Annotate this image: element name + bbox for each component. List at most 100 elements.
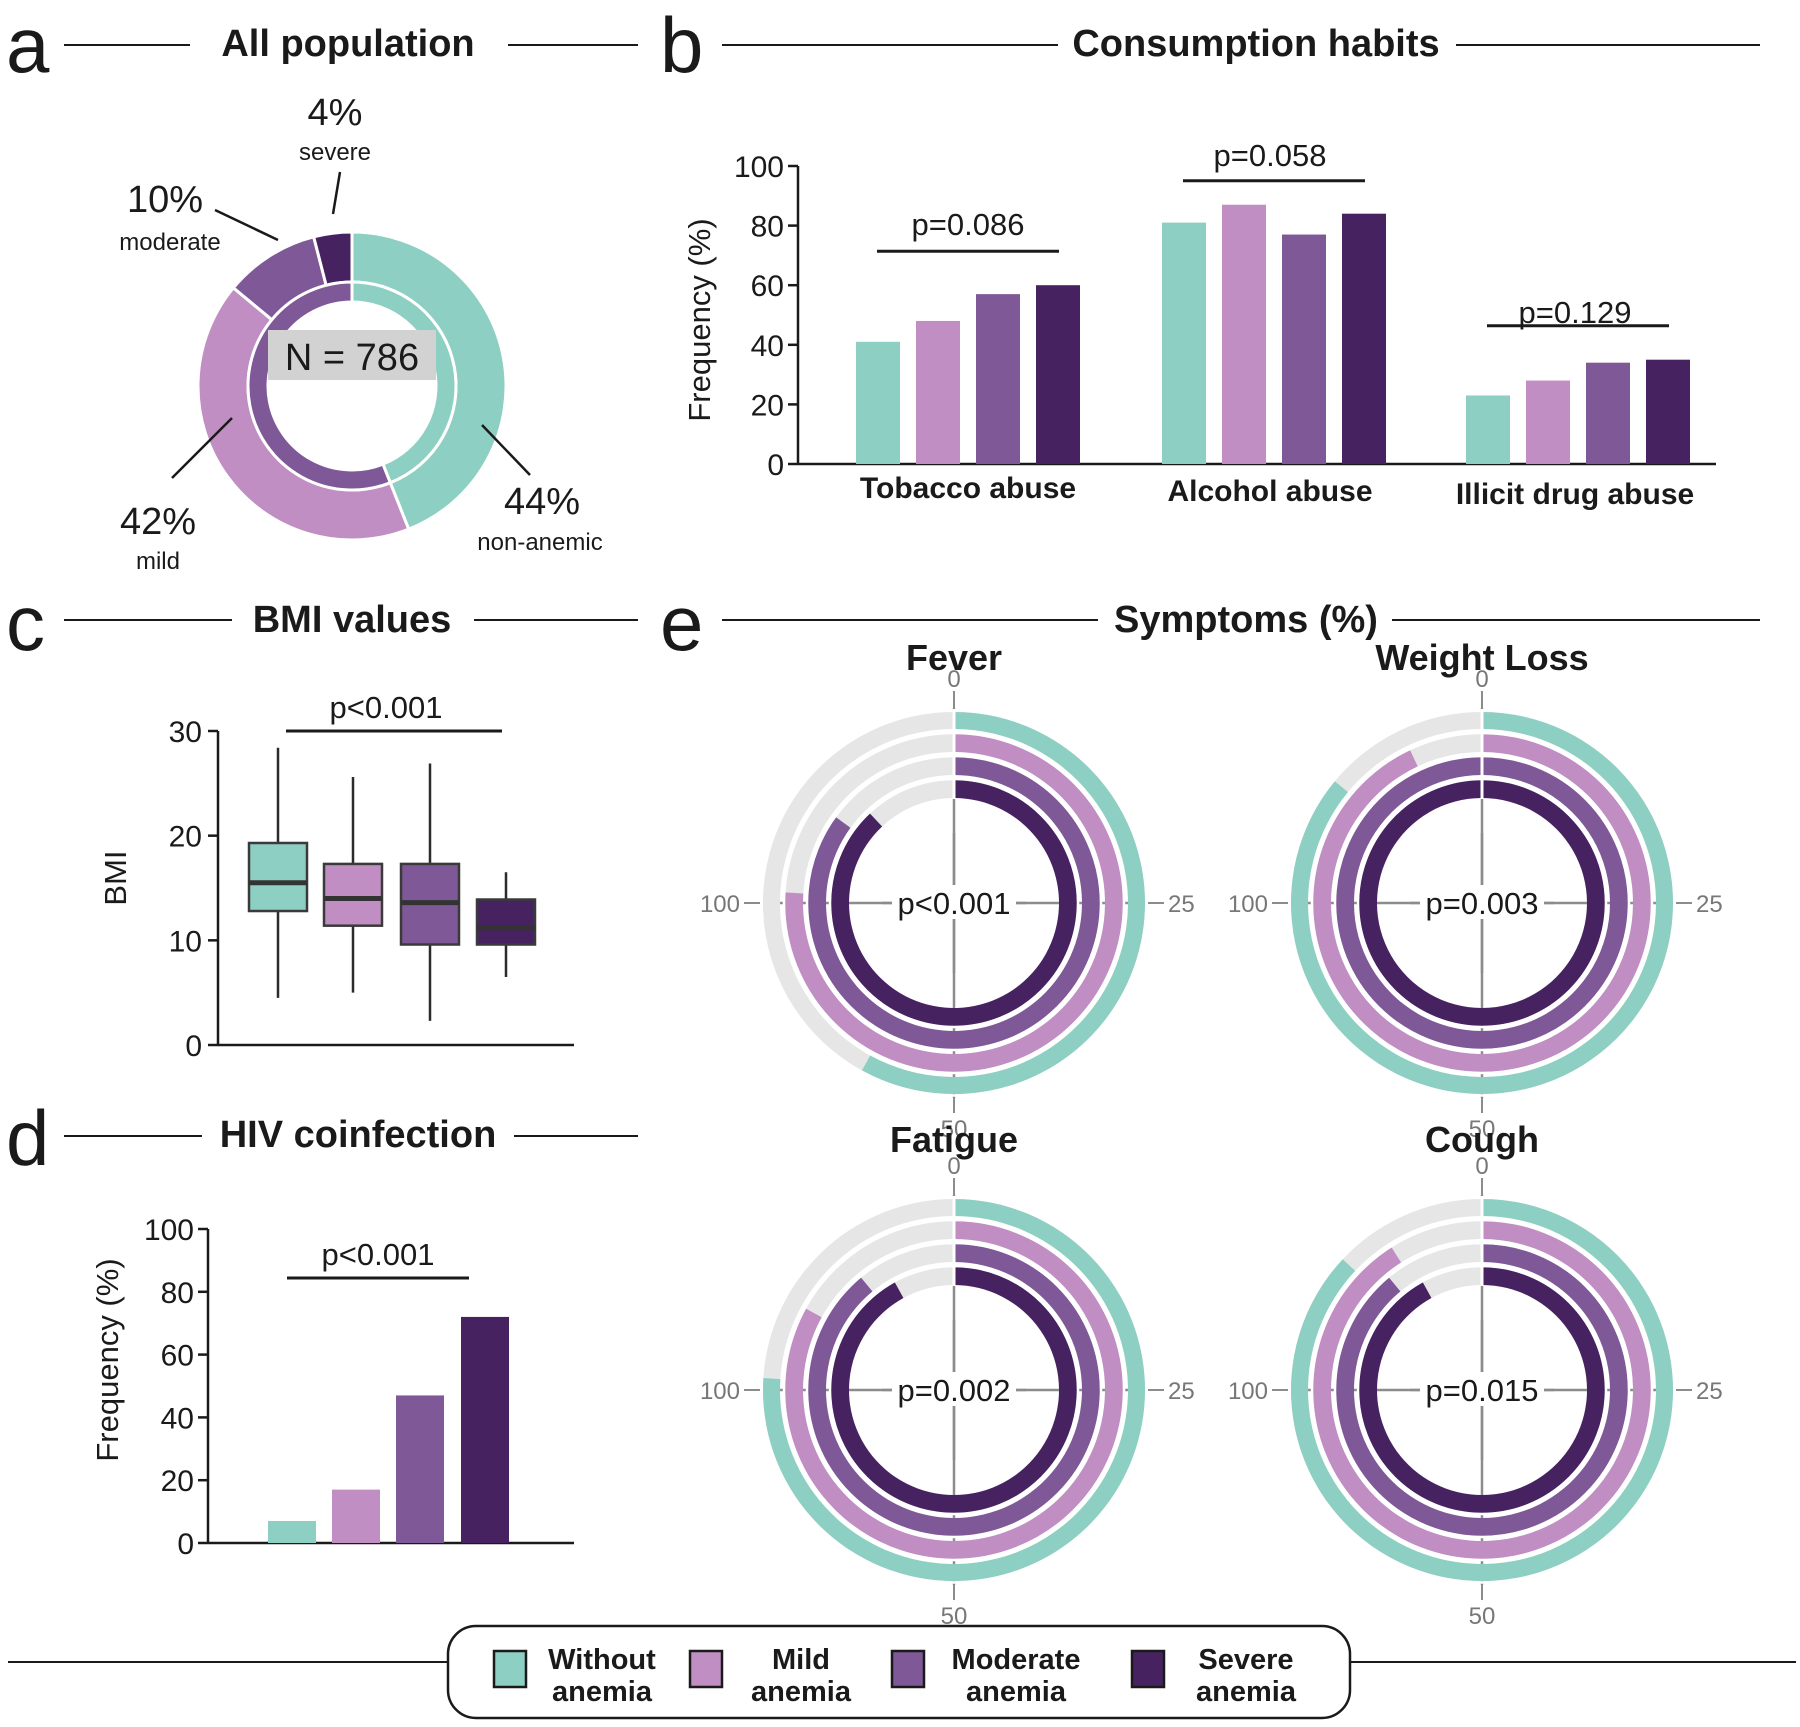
legend-label-without-line2: anemia [552,1676,653,1708]
consumption-bar-severe [1036,285,1080,464]
radial-pvalue-bg [892,1372,1016,1406]
slice-label-severe-pct: 4% [308,92,363,134]
panel-d-letter: d [6,1094,49,1182]
panel-d-title: HIV coinfection [220,1114,497,1156]
panel-a-title: All population [221,23,474,65]
slice-label-without-pct: 44% [504,481,580,523]
bmi-y-tick-label: 0 [185,1030,202,1063]
consumption-category-alcohol: Alcohol abuse [1167,475,1372,508]
panel-b-header: b Consumption habits [660,1,1760,89]
radial-tick-label-0: 0 [947,666,960,693]
radial-tick-label-25: 25 [1696,891,1723,918]
legend-label-moderate-line1: Moderate [952,1644,1081,1676]
radial-tick-label-50: 50 [941,1116,968,1143]
radial-tick-label-100: 100 [1228,891,1268,918]
n-label: N = 786 [285,337,419,379]
slice-label-mild-name: mild [136,548,180,575]
radial-tick-label-50: 50 [1469,1116,1496,1143]
consumption-pvalue-illicit: p=0.129 [1519,295,1632,330]
consumption-y-tick-label: 80 [751,211,784,244]
leader-moderate [214,208,279,242]
radial-tick-label-100: 100 [700,891,740,918]
slice-label-without-name: non-anemic [477,529,602,556]
panel-b-title: Consumption habits [1072,23,1439,65]
consumption-y-tick-label: 60 [751,270,784,303]
panel-c-header: c BMI values [6,579,638,667]
legend-label-without-line1: Without [548,1644,656,1676]
bmi-box-mild [322,862,384,927]
consumption-bar-without [1162,222,1206,464]
consumption-bar-without [1466,395,1510,464]
consumption-bar-severe [1646,359,1690,464]
radial-tick-label-25: 25 [1168,891,1195,918]
leader-mild [171,417,233,479]
hiv-y-axis-title: Frequency (%) [90,1258,125,1461]
radial-tick-label-0: 0 [1475,1153,1488,1180]
hiv-y-tick-label: 20 [161,1465,194,1498]
hiv-bar-severe [461,1316,509,1543]
radial-tick-label-100: 100 [700,1378,740,1405]
consumption-bar-mild [1222,204,1266,465]
radial-pvalue-bg [1420,885,1544,919]
hiv-bar-without [268,1521,316,1543]
legend: WithoutanemiaMildanemiaModerateanemiaSev… [8,1624,1796,1720]
consumption-bar-mild [1526,380,1570,464]
n-label-box [268,330,436,380]
consumption-bar-moderate [1586,362,1630,464]
legend-swatch-without [492,1649,528,1689]
legend-items: WithoutanemiaMildanemiaModerateanemiaSev… [492,1644,1297,1708]
bmi-y-tick-label: 10 [169,925,202,958]
radial-fatigue-title: Fatigue [890,1119,1018,1160]
donut-labels: N = 786 4% severe 10% moderate 42% mild … [119,92,602,575]
consumption-bar-severe [1342,213,1386,464]
leader-without [481,424,531,476]
consumption-bar-without [856,341,900,464]
legend-label-mild-line2: anemia [751,1676,852,1708]
hiv-bar-mild [332,1489,380,1543]
bmi-y-axis-title: BMI [98,850,133,905]
legend-swatch-severe [1130,1649,1166,1689]
radial-cough-pvalue: p=0.015 [1426,1373,1539,1408]
bmi-y-tick-label: 20 [169,821,202,854]
consumption-pvalue-alcohol: p=0.058 [1214,138,1327,173]
radial-fever-pvalue: p<0.001 [898,886,1011,921]
radial-tick-label-0: 0 [947,1153,960,1180]
panel-e-letter: e [660,579,703,667]
bmi-box-without [247,841,309,913]
radial-tick-label-50: 50 [1469,1603,1496,1630]
slice-label-moderate-pct: 10% [127,179,203,221]
donut-chart [196,230,508,542]
radial-tick-label-25: 25 [1696,1378,1723,1405]
consumption-pvalue-tobacco: p=0.086 [912,207,1025,242]
radial-cough-title: Cough [1425,1119,1539,1160]
hiv-pvalue: p<0.001 [322,1237,435,1272]
slice-label-severe-name: severe [299,139,371,166]
hiv-y-tick-label: 80 [161,1277,194,1310]
radial-fatigue-pvalue: p=0.002 [898,1373,1011,1408]
donut-slice-mild [196,285,411,542]
bmi-box-severe [475,898,537,946]
consumption-bar-mild [916,320,960,464]
legend-label-severe-line1: Severe [1198,1644,1293,1676]
panel-b-letter: b [660,1,703,89]
consumption-category-tobacco: Tobacco abuse [860,472,1076,505]
consumption-bars [856,179,1690,465]
consumption-bar-moderate [1282,234,1326,464]
hiv-y-tick-label: 60 [161,1340,194,1373]
radial-pvalue-bg [1420,1372,1544,1406]
consumption-y-tick-label: 20 [751,389,784,422]
hiv-y-tick-label: 100 [144,1214,194,1247]
hiv-bars [268,1276,509,1543]
consumption-y-tick-label: 0 [767,449,784,482]
slice-label-mild-pct: 42% [120,501,196,543]
consumption-bar-moderate [976,294,1020,464]
legend-swatch-mild [688,1649,724,1689]
panel-c-letter: c [6,579,45,667]
